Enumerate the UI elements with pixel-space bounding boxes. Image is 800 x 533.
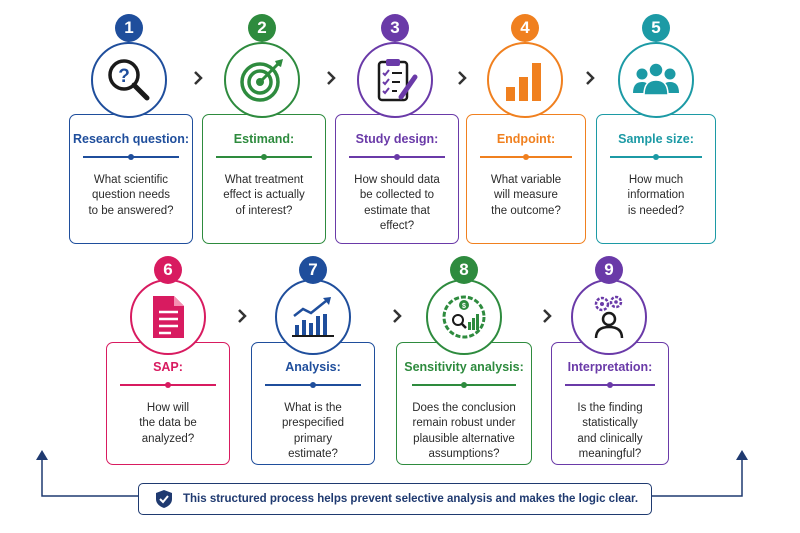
document-icon xyxy=(153,296,184,338)
flow-arrow-7 xyxy=(538,307,556,325)
step-title-4: Endpoint: xyxy=(496,132,556,146)
step-number-3: 3 xyxy=(381,14,409,42)
step-icon-circle-9 xyxy=(571,279,647,355)
step-number-2: 2 xyxy=(248,14,276,42)
flow-arrow-1 xyxy=(189,69,207,87)
step-icon-circle-7 xyxy=(275,279,351,355)
step-number-7: 7 xyxy=(299,256,327,284)
step-divider-1 xyxy=(83,153,179,160)
step-title-8: Sensitivity analysis: xyxy=(404,360,524,374)
step-card-6: SAP: How will the data be analyzed? xyxy=(106,342,230,465)
step-desc-2: What treatment effect is actually of int… xyxy=(223,173,305,217)
step-number-6: 6 xyxy=(154,256,182,284)
step-card-7: Analysis: What is the prespecified prima… xyxy=(251,342,375,465)
divider-dot xyxy=(607,381,613,388)
step-title-3: Study design: xyxy=(355,132,439,146)
divider-dot xyxy=(523,153,529,160)
step-divider-9 xyxy=(564,381,656,388)
magnifier-question-icon: ? xyxy=(108,59,150,101)
step-desc-6: How will the data be analyzed? xyxy=(139,401,197,445)
step-number-8: 8 xyxy=(450,256,478,284)
step-icon-circle-8: $ xyxy=(426,279,502,355)
step-divider-2 xyxy=(216,153,312,160)
step-card-2: Estimand: What treatment effect is actua… xyxy=(202,114,326,244)
step-divider-4 xyxy=(479,153,573,160)
step-desc-4: What variable will measure the outcome? xyxy=(490,173,562,217)
loop-line-left xyxy=(41,458,138,497)
divider-dot xyxy=(261,153,267,160)
divider-dot xyxy=(310,381,316,388)
step-icon-circle-4 xyxy=(487,42,563,118)
step-divider-5 xyxy=(609,153,703,160)
step-card-1: Research question: What scientific quest… xyxy=(69,114,193,244)
flow-arrow-4 xyxy=(581,69,599,87)
step-number-9: 9 xyxy=(595,256,623,284)
people-group-icon xyxy=(633,62,679,96)
step-title-6: SAP: xyxy=(153,360,183,374)
divider-dot xyxy=(128,153,134,160)
svg-text:$: $ xyxy=(462,303,466,310)
step-number-4: 4 xyxy=(511,14,539,42)
flow-arrow-6 xyxy=(388,307,406,325)
flow-arrow-5 xyxy=(233,307,251,325)
step-card-4: Endpoint: What variable will measure the… xyxy=(466,114,586,244)
step-divider-3 xyxy=(349,153,445,160)
shield-check-icon xyxy=(156,490,172,508)
divider-dot xyxy=(165,381,171,388)
step-icon-circle-5 xyxy=(618,42,694,118)
robust-analysis-icon: $ xyxy=(442,295,486,339)
loop-arrowhead-left xyxy=(36,450,48,460)
step-title-5: Sample size: xyxy=(618,132,694,146)
clipboard-checklist-icon xyxy=(377,59,418,102)
step-icon-circle-6 xyxy=(130,279,206,355)
step-icon-circle-1: ? xyxy=(91,42,167,118)
svg-text:?: ? xyxy=(118,66,130,87)
step-card-8: Sensitivity analysis: Does the conclusio… xyxy=(396,342,532,465)
step-card-3: Study design: How should data be collect… xyxy=(335,114,459,244)
flow-arrow-3 xyxy=(453,69,471,87)
step-title-1: Research question: xyxy=(72,132,189,146)
step-number-1: 1 xyxy=(115,14,143,42)
footer-banner: This structured process helps prevent se… xyxy=(138,483,652,515)
step-card-5: Sample size: How much information is nee… xyxy=(596,114,716,244)
loop-arrowhead-right xyxy=(736,450,748,460)
step-icon-circle-2 xyxy=(224,42,300,118)
step-icon-circle-3 xyxy=(357,42,433,118)
step-divider-6 xyxy=(120,381,216,388)
step-title-2: Estimand: xyxy=(233,132,295,146)
divider-dot xyxy=(460,381,467,388)
step-divider-7 xyxy=(265,381,361,388)
step-title-7: Analysis: xyxy=(285,360,341,374)
step-desc-1: What scientific question needs to be ans… xyxy=(88,173,174,217)
step-desc-5: How much information is needed? xyxy=(627,173,685,217)
step-card-9: Interpretation: Is the finding statistic… xyxy=(551,342,669,465)
divider-dot xyxy=(394,153,400,160)
loop-line-right xyxy=(652,458,743,497)
step-desc-8: Does the conclusion remain robust under … xyxy=(412,401,516,461)
footer-text: This structured process helps prevent se… xyxy=(183,493,639,505)
thinking-person-icon xyxy=(594,295,624,339)
bar-chart-icon xyxy=(506,63,541,101)
step-desc-9: Is the finding statistically and clinica… xyxy=(577,401,643,461)
step-divider-8 xyxy=(411,381,517,388)
step-desc-7: What is the prespecified primary estimat… xyxy=(281,401,344,461)
divider-dot xyxy=(653,153,659,160)
target-arrow-icon xyxy=(240,59,283,102)
flow-arrow-2 xyxy=(322,69,340,87)
step-number-5: 5 xyxy=(642,14,670,42)
step-title-9: Interpretation: xyxy=(567,360,653,374)
step-desc-3: How should data be collected to estimate… xyxy=(354,173,440,233)
trend-chart-icon xyxy=(292,297,334,337)
